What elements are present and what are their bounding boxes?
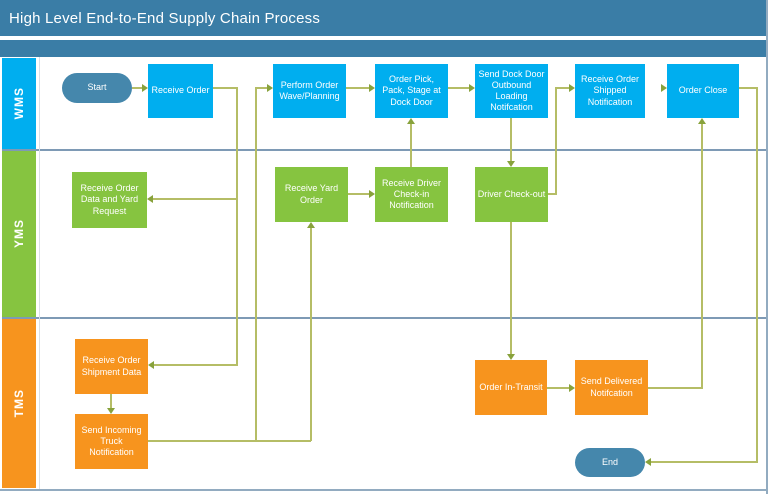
driver-checkout-node: Driver Check-out	[475, 167, 548, 222]
connector-arrowhead	[142, 84, 148, 92]
connector-line	[153, 198, 236, 200]
send-incoming-truck-notification-node: Send Incoming Truck Notification	[75, 414, 148, 469]
header-subband	[0, 40, 766, 57]
connector-arrowhead	[148, 361, 154, 369]
send-delivered-notification-node: Send Delivered Notifcation	[575, 360, 648, 415]
connector-line	[255, 87, 257, 441]
lane-label-yms: YMS	[12, 219, 26, 249]
order-close-node: Order Close	[667, 64, 739, 118]
receive-order-data-yard-request-node: Receive Order Data and Yard Request	[72, 172, 147, 228]
connector-arrowhead	[107, 408, 115, 414]
connector-line	[410, 124, 412, 167]
connector-arrowhead	[698, 118, 706, 124]
connector-arrowhead	[569, 384, 575, 392]
connector-arrowhead	[507, 161, 515, 167]
lane-divider-wms-yms	[2, 149, 766, 151]
connector-line	[236, 87, 238, 366]
connector-line	[510, 118, 512, 161]
start-node: Start	[62, 73, 132, 103]
connector-line	[557, 87, 569, 89]
order-pick-pack-stage-node: Order Pick, Pack, Stage at Dock Door	[375, 64, 448, 118]
connector-line	[132, 87, 142, 89]
connector-line	[148, 440, 311, 442]
receive-driver-checkin-node: Receive Driver Check-in Notification	[375, 167, 448, 222]
lane-tab-wms: WMS	[2, 58, 36, 149]
connector-arrowhead	[569, 84, 575, 92]
connector-line	[547, 387, 569, 389]
connector-line	[110, 394, 112, 408]
tab-content-divider	[39, 57, 40, 489]
lane-divider-yms-tms	[2, 317, 766, 319]
connector-line	[648, 387, 703, 389]
connector-arrowhead	[369, 84, 375, 92]
connector-arrowhead	[307, 222, 315, 228]
canvas-bottom-border	[0, 489, 766, 491]
connector-arrowhead	[147, 195, 153, 203]
connector-line	[756, 87, 758, 463]
connector-line	[448, 87, 469, 89]
connector-line	[651, 461, 757, 463]
connector-arrowhead	[267, 84, 273, 92]
connector-line	[213, 87, 237, 89]
receive-order-node: Receive Order	[148, 64, 213, 118]
connector-line	[310, 228, 312, 441]
lane-label-wms: WMS	[12, 87, 26, 120]
lane-tab-tms: TMS	[2, 319, 36, 488]
connector-line	[510, 222, 512, 354]
connector-line	[348, 193, 369, 195]
connector-line	[739, 87, 758, 89]
page-title: High Level End-to-End Supply Chain Proce…	[9, 9, 321, 27]
receive-order-shipped-node: Receive Order Shipped Notification	[575, 64, 645, 118]
connector-line	[548, 193, 557, 195]
lane-label-tms: TMS	[12, 389, 26, 418]
send-dock-door-outbound-node: Send Dock Door Outbound Loading Notifcat…	[475, 64, 548, 118]
receive-yard-order-node: Receive Yard Order	[275, 167, 348, 222]
title-bar: High Level End-to-End Supply Chain Proce…	[0, 0, 766, 36]
receive-order-shipment-data-node: Receive Order Shipment Data	[75, 339, 148, 394]
connector-arrowhead	[507, 354, 515, 360]
connector-line	[701, 124, 703, 388]
connector-line	[346, 87, 369, 89]
connector-line	[257, 87, 267, 89]
connector-arrowhead	[407, 118, 415, 124]
lane-tab-yms: YMS	[2, 151, 36, 317]
connector-arrowhead	[469, 84, 475, 92]
connector-line	[154, 364, 236, 366]
connector-line	[555, 87, 557, 194]
connector-arrowhead	[661, 84, 667, 92]
connector-arrowhead	[369, 190, 375, 198]
perform-order-wave-planning-node: Perform Order Wave/Planning	[273, 64, 346, 118]
order-in-transit-node: Order In-Transit	[475, 360, 547, 415]
connector-arrowhead	[645, 458, 651, 466]
end-node: End	[575, 448, 645, 477]
